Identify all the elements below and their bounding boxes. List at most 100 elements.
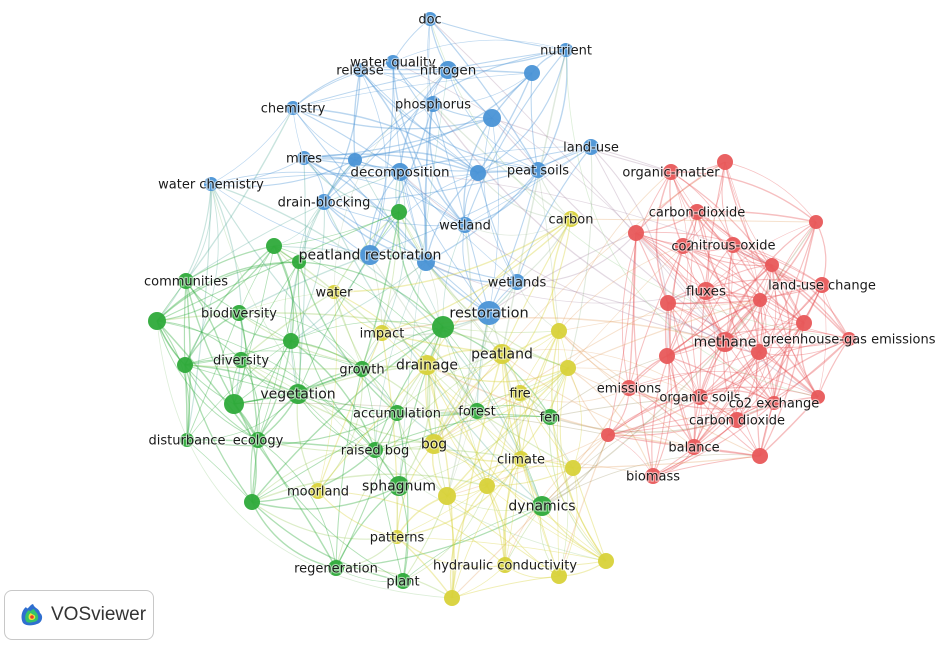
node-ecology[interactable]	[250, 432, 266, 448]
node-restoration[interactable]	[477, 301, 501, 325]
node-r-n5[interactable]	[660, 295, 676, 311]
node-nitrogen[interactable]	[439, 61, 457, 79]
node-impact[interactable]	[374, 325, 390, 341]
node-plant[interactable]	[395, 573, 411, 589]
node-vegetation[interactable]	[288, 384, 308, 404]
node-b-n3[interactable]	[348, 153, 362, 167]
node-nutrient[interactable]	[559, 43, 573, 57]
node-g-n6[interactable]	[432, 316, 454, 338]
node-r-n4[interactable]	[765, 258, 779, 272]
node-fen[interactable]	[542, 409, 558, 425]
node-moorland[interactable]	[310, 483, 326, 499]
node-chemistry[interactable]	[286, 101, 300, 115]
node-peat-soils[interactable]	[530, 162, 546, 178]
node-regeneration[interactable]	[328, 560, 344, 576]
node-peatland-restoration[interactable]	[360, 245, 380, 265]
node-sphagnum[interactable]	[389, 476, 409, 496]
node-water[interactable]	[327, 285, 341, 299]
node-methane[interactable]	[715, 332, 735, 352]
node-r-n9[interactable]	[659, 348, 675, 364]
node-phosphorus[interactable]	[425, 96, 441, 112]
node-hydraulic-conductivity[interactable]	[497, 557, 513, 573]
node-b-n5[interactable]	[417, 253, 435, 271]
network-link	[501, 353, 560, 577]
node-g-n2[interactable]	[266, 238, 282, 254]
node-g-n3[interactable]	[292, 255, 306, 269]
node-g-n9[interactable]	[244, 494, 260, 510]
node-g-n7[interactable]	[177, 357, 193, 373]
node-b-n2[interactable]	[483, 109, 501, 127]
node-water-chemistry[interactable]	[204, 177, 218, 191]
node-r-n2[interactable]	[809, 215, 823, 229]
node-y-n3[interactable]	[565, 460, 581, 476]
node-drainage[interactable]	[417, 355, 437, 375]
node-emissions[interactable]	[621, 380, 637, 396]
node-organic-matter[interactable]	[663, 164, 679, 180]
node-decomposition[interactable]	[391, 163, 409, 181]
node-r-n8[interactable]	[751, 344, 767, 360]
node-r-n1[interactable]	[717, 154, 733, 170]
node-r-n11[interactable]	[601, 428, 615, 442]
node-r-n3[interactable]	[628, 225, 644, 241]
network-link	[771, 264, 850, 340]
node-b-n4[interactable]	[470, 165, 486, 181]
node-g-n8[interactable]	[224, 394, 244, 414]
node-carbon-dioxide[interactable]	[689, 204, 705, 220]
node-doc[interactable]	[423, 12, 437, 26]
node-nitrous-oxide[interactable]	[725, 237, 741, 253]
node-g-n1[interactable]	[391, 204, 407, 220]
node-y-n5[interactable]	[479, 478, 495, 494]
node-land-use-change[interactable]	[814, 277, 830, 293]
node-y-n7[interactable]	[598, 553, 614, 569]
node-peatland[interactable]	[492, 344, 512, 364]
node-r-n10[interactable]	[811, 390, 825, 404]
node-forest[interactable]	[469, 403, 485, 419]
node-carbon[interactable]	[563, 211, 579, 227]
node-greenhouse-gas-emissions[interactable]	[842, 332, 856, 346]
node-patterns[interactable]	[390, 530, 404, 544]
label-impact: impact	[360, 327, 405, 342]
node-r-n12[interactable]	[752, 448, 768, 464]
node-co2[interactable]	[675, 238, 691, 254]
network-link	[369, 103, 434, 256]
node-accumulation[interactable]	[389, 405, 405, 421]
network-link	[682, 245, 761, 301]
node-land-use[interactable]	[583, 139, 599, 155]
node-r-n6[interactable]	[753, 293, 767, 307]
node-wetland[interactable]	[457, 217, 473, 233]
node-co2-exchange[interactable]	[767, 396, 781, 410]
node-r-n7[interactable]	[796, 315, 812, 331]
node-disturbance[interactable]	[180, 433, 194, 447]
node-y-n4[interactable]	[438, 487, 456, 505]
node-bog[interactable]	[424, 434, 444, 454]
node-climate[interactable]	[513, 451, 529, 467]
node-balance[interactable]	[686, 439, 702, 455]
node-b-n1[interactable]	[524, 65, 540, 81]
node-g-n4[interactable]	[148, 312, 166, 330]
node-carbon-dioxide[interactable]	[729, 412, 745, 428]
node-g-n5[interactable]	[283, 333, 299, 349]
node-biodiversity[interactable]	[231, 305, 247, 321]
node-biomass[interactable]	[645, 468, 661, 484]
node-growth[interactable]	[354, 361, 370, 377]
node-y-n1[interactable]	[551, 323, 567, 339]
node-fluxes[interactable]	[697, 282, 715, 300]
node-water-quality[interactable]	[386, 55, 400, 69]
network-link	[273, 245, 478, 412]
network-link	[666, 244, 734, 357]
node-release[interactable]	[353, 63, 367, 77]
node-organic-soils[interactable]	[692, 389, 708, 405]
node-mires[interactable]	[297, 151, 311, 165]
node-diversity[interactable]	[233, 352, 249, 368]
node-wetlands[interactable]	[509, 274, 525, 290]
node-y-n2[interactable]	[560, 360, 576, 376]
node-communities[interactable]	[178, 273, 194, 289]
node-y-n8[interactable]	[444, 590, 460, 606]
node-y-n6[interactable]	[551, 568, 567, 584]
network-link	[635, 232, 726, 343]
node-dynamics[interactable]	[532, 496, 552, 516]
node-fire[interactable]	[512, 385, 528, 401]
node-drain-blocking[interactable]	[316, 194, 332, 210]
node-raised-bog[interactable]	[367, 442, 383, 458]
